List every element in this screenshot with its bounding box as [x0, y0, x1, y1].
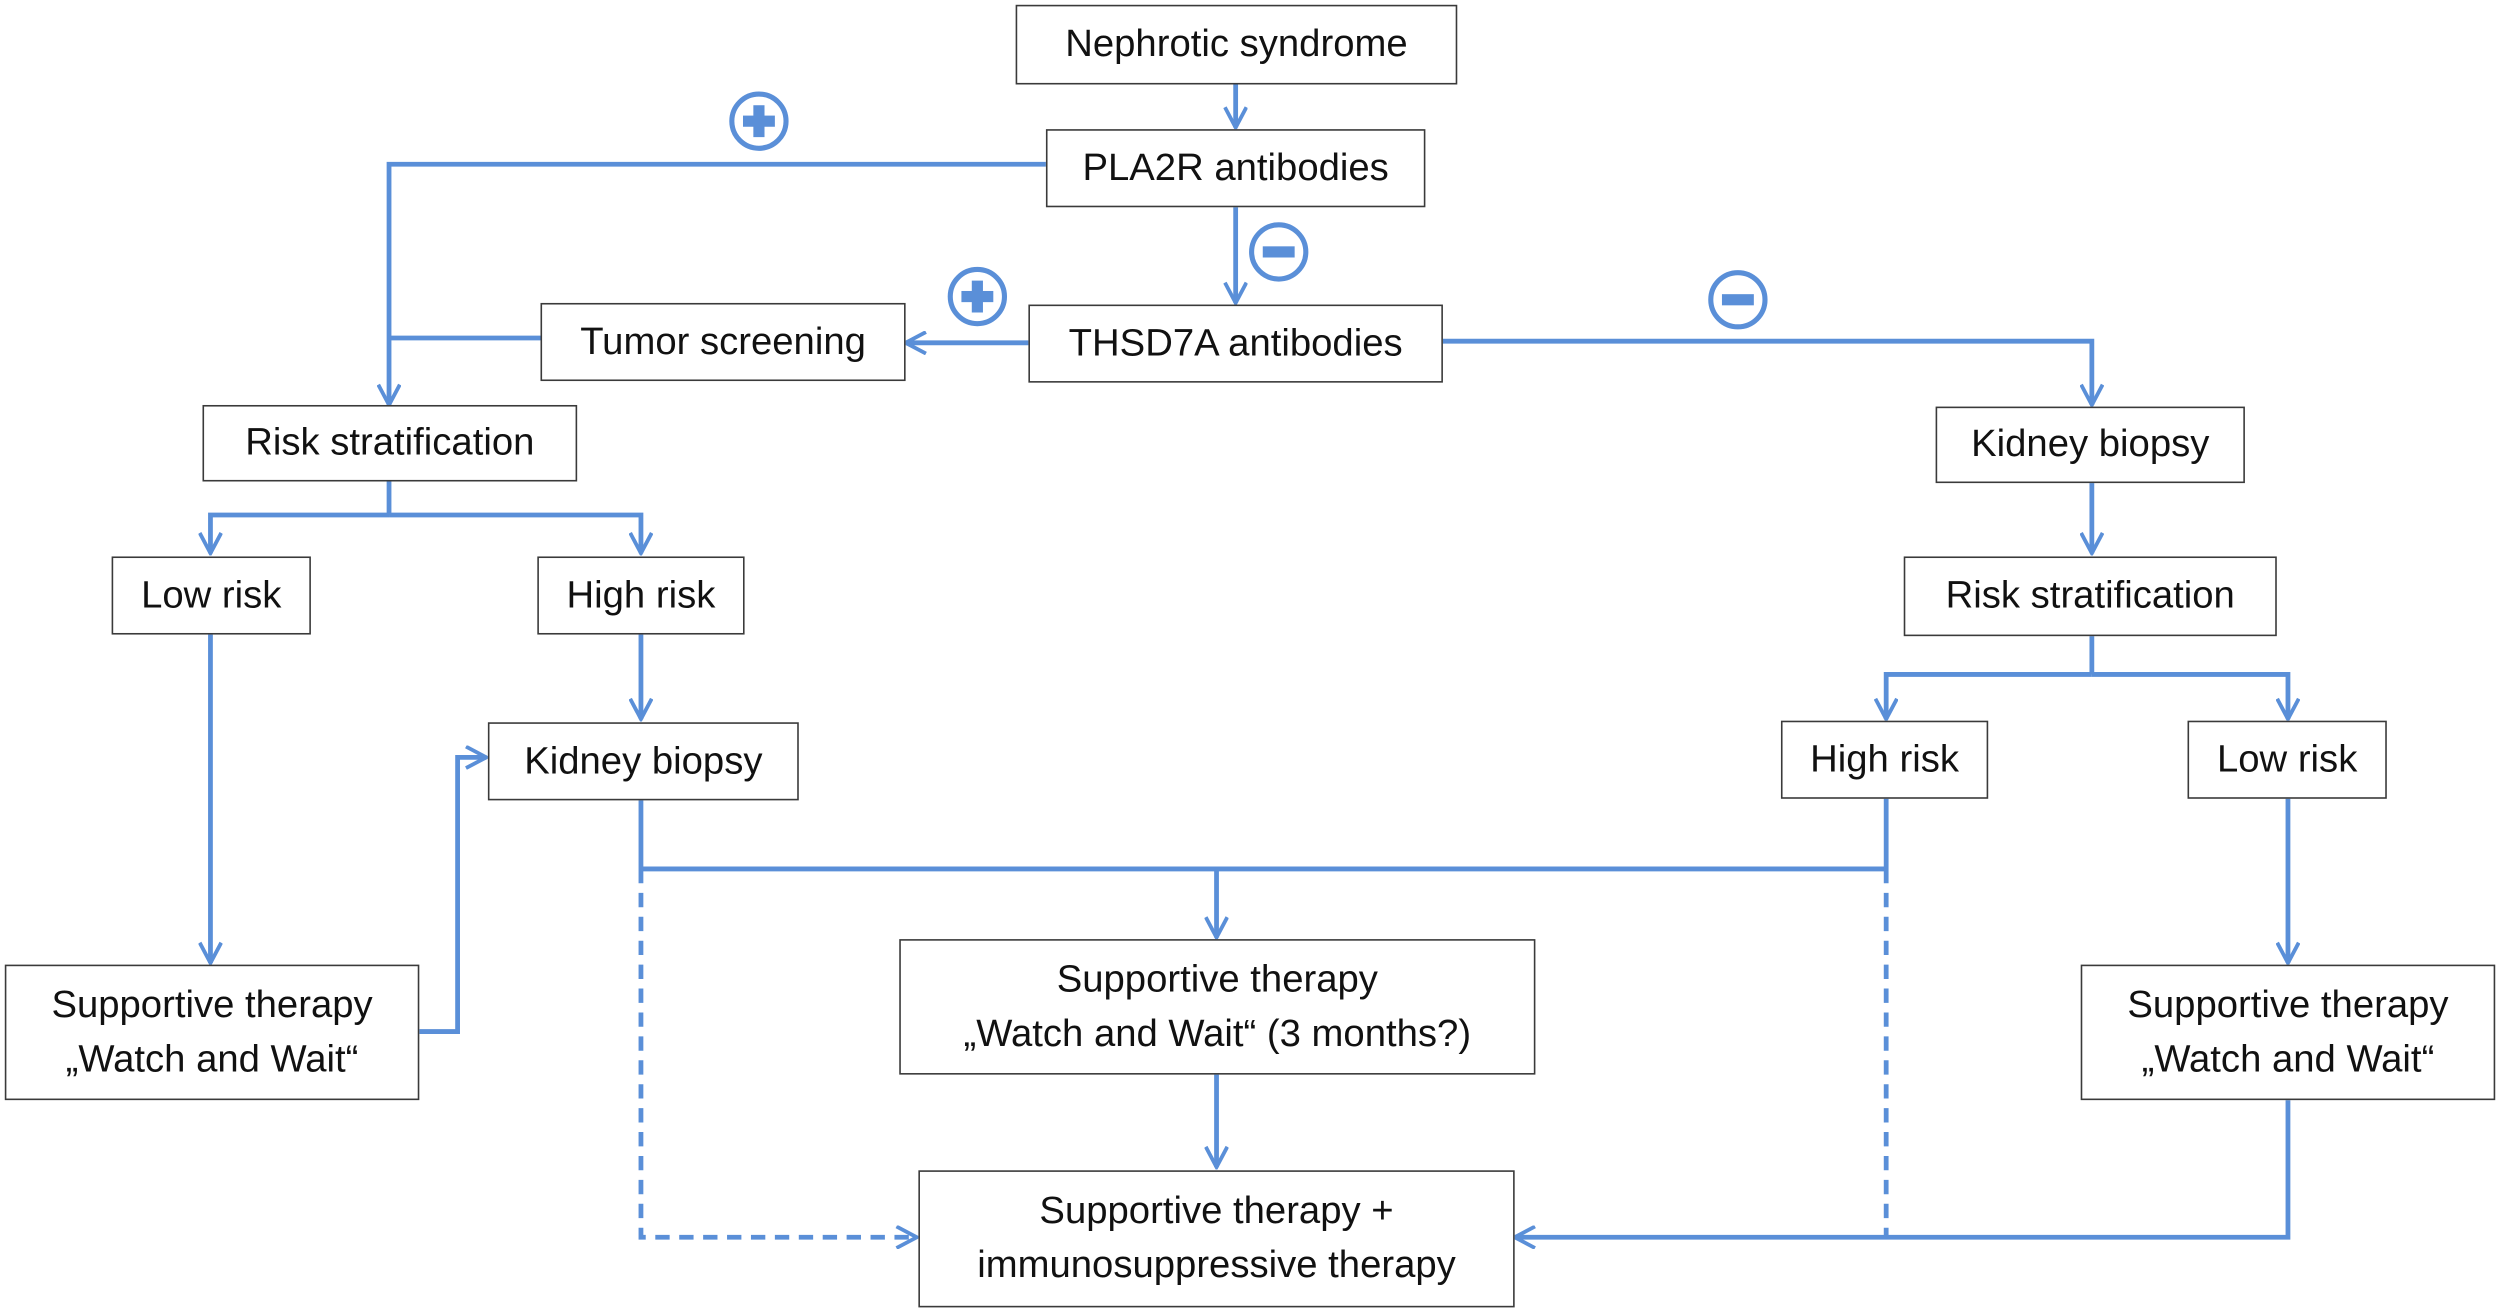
- pla2r-antibodies-box: PLA2R antibodies: [1045, 129, 1426, 208]
- pla2r-negative-sign: [1249, 222, 1309, 282]
- kidney-biopsy-right-box: Kidney biopsy: [1935, 406, 2245, 484]
- pla2r-antibodies-label: PLA2R antibodies: [1082, 145, 1389, 189]
- risk-stratification-right-label: Risk stratification: [1945, 573, 2235, 618]
- edge-dashed-left: [638, 868, 917, 1237]
- low-risk-right-label: Low risk: [2216, 737, 2358, 781]
- high-risk-left-label: High risk: [566, 573, 716, 617]
- combined-therapy-line2: immunosuppressive therapy: [977, 1243, 1456, 1287]
- tumor-screening-label: Tumor screening: [580, 319, 866, 363]
- high-risk-right-label: High risk: [1810, 737, 1959, 781]
- thsd7a-positive-sign: [947, 266, 1008, 327]
- high-risk-left-box: High risk: [537, 556, 745, 635]
- supportive-therapy-right-box: Supportive therapy „Watch and Wait“: [2080, 964, 2496, 1101]
- low-risk-left-box: Low risk: [111, 556, 311, 635]
- supportive-therapy-center-line2: „Watch and Wait“ (3 months?): [963, 1011, 1472, 1055]
- edge-right-to-low-risk: [2091, 672, 2288, 719]
- supportive-therapy-left-box: Supportive therapy „Watch and Wait“: [4, 964, 420, 1101]
- supportive-therapy-left-line2: „Watch and Wait“: [65, 1037, 359, 1081]
- edge-thsd7a-negative: [1442, 338, 2092, 405]
- high-risk-right-box: High risk: [1780, 720, 1989, 799]
- supportive-therapy-right-line2: „Watch and Wait“: [2141, 1037, 2435, 1081]
- risk-stratification-left-label: Risk stratification: [245, 420, 535, 464]
- kidney-biopsy-left-box: Kidney biopsy: [487, 722, 799, 801]
- thsd7a-negative-sign: [1708, 270, 1768, 330]
- edge-supportive-right-to-combined: [1515, 1100, 2291, 1237]
- edge-left-to-high-risk: [389, 512, 641, 553]
- tumor-screening-box: Tumor screening: [540, 302, 906, 382]
- low-risk-right-box: Low risk: [2187, 720, 2387, 799]
- edge-pla2r-positive: [389, 161, 1046, 405]
- nephrotic-syndrome-label: Nephrotic syndrome: [1065, 22, 1408, 66]
- pla2r-positive-sign: [729, 91, 789, 151]
- combined-therapy-line1: Supportive therapy +: [1039, 1189, 1394, 1233]
- risk-stratification-left-box: Risk stratification: [202, 404, 578, 482]
- supportive-therapy-right-line1: Supportive therapy: [2127, 982, 2449, 1026]
- kidney-biopsy-right-label: Kidney biopsy: [1971, 422, 2210, 466]
- supportive-therapy-left-line1: Supportive therapy: [51, 982, 373, 1026]
- thsd7a-antibodies-label: THSD7A antibodies: [1068, 321, 1403, 365]
- low-risk-left-label: Low risk: [141, 573, 282, 617]
- combined-therapy-box: Supportive therapy + immunosuppressive t…: [918, 1170, 1515, 1308]
- supportive-therapy-center-line1: Supportive therapy: [1056, 957, 1378, 1001]
- edge-supportive-left-to-kidney-biopsy: [419, 757, 486, 1034]
- edge-left-to-low-risk: [210, 512, 390, 553]
- kidney-biopsy-left-label: Kidney biopsy: [524, 739, 763, 783]
- edge-right-to-high-risk: [1886, 672, 2092, 719]
- nephrotic-syndrome-box: Nephrotic syndrome: [1015, 4, 1458, 85]
- supportive-therapy-center-box: Supportive therapy „Watch and Wait“ (3 m…: [899, 939, 1536, 1075]
- thsd7a-antibodies-box: THSD7A antibodies: [1028, 304, 1443, 383]
- risk-stratification-right-box: Risk stratification: [1903, 556, 2277, 637]
